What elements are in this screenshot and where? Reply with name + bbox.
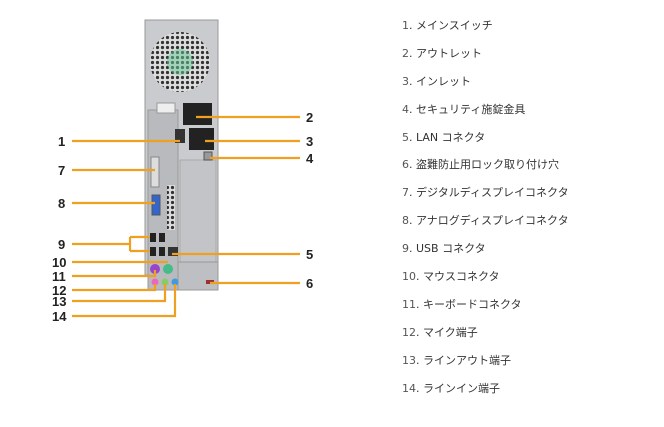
callout-number-8: 8 — [58, 196, 65, 211]
legend-number: 5 — [402, 130, 409, 144]
callout-number-11: 11 — [52, 269, 66, 284]
legend-label: メインスイッチ — [416, 19, 493, 32]
warning-label — [156, 102, 176, 114]
callout-number-4: 4 — [306, 151, 314, 166]
callout-number-9: 9 — [58, 237, 65, 252]
legend-item: 8. アナログディスプレイコネクタ — [402, 214, 569, 228]
legend-number: 14 — [402, 381, 416, 395]
legend-number: 4 — [402, 102, 409, 116]
outlet — [183, 103, 212, 125]
inlet — [189, 128, 214, 150]
legend-number: 13 — [402, 353, 416, 367]
legend-label: インレット — [416, 74, 471, 88]
legend-number: 12 — [402, 325, 416, 339]
vga-connector — [151, 194, 161, 216]
legend-item: 11. キーボードコネクタ — [402, 297, 522, 311]
callout-number-1: 1 — [58, 134, 65, 149]
legend-label: セキュリティ施錠金具 — [416, 102, 526, 116]
keyboard-port — [163, 264, 173, 274]
legend-list: 1. メインスイッチ 2. アウトレット 3. インレット 4. セキュリティ施錠金具… — [402, 17, 569, 407]
legend-item: 6. 盗難防止用ロック取り付け穴 — [402, 158, 559, 172]
legend-number: 1 — [402, 19, 409, 32]
legend-number: 8 — [402, 214, 409, 228]
legend-item: 7. デジタルディスプレイコネクタ — [402, 186, 569, 200]
legend-label: ラインイン端子 — [423, 381, 500, 395]
legend-label: マウスコネクタ — [423, 270, 500, 284]
callout-number-12: 12 — [52, 283, 66, 298]
mic-jack — [151, 278, 159, 286]
legend-item: 9. USB コネクタ — [402, 242, 486, 256]
callout-lines — [72, 115, 300, 318]
callout-number-7: 7 — [58, 163, 65, 178]
legend-number: 3 — [402, 74, 409, 88]
usb-connectors — [150, 233, 165, 256]
line-out-jack — [161, 278, 169, 286]
legend-item: 13. ラインアウト端子 — [402, 353, 511, 367]
legend-label: マイク端子 — [423, 325, 478, 339]
security-bracket — [203, 151, 213, 161]
callout-number-3: 3 — [306, 134, 313, 149]
lan-connector — [168, 247, 178, 256]
legend-label: USB コネクタ — [416, 242, 486, 256]
legend-number: 2 — [402, 46, 409, 60]
legend-number: 10 — [402, 270, 416, 284]
legend-item: 4. セキュリティ施錠金具 — [402, 102, 526, 116]
legend-label: キーボードコネクタ — [423, 297, 522, 311]
legend-number: 6 — [402, 158, 409, 172]
legend-item: 2. アウトレット — [402, 46, 482, 60]
callout-number-10: 10 — [52, 255, 66, 270]
legend-item: 3. インレット — [402, 74, 471, 88]
legend-number: 9 — [402, 242, 409, 256]
legend-number: 7 — [402, 186, 409, 200]
callout-number-13: 13 — [52, 294, 66, 309]
legend-label: LAN コネクタ — [416, 130, 486, 144]
callout-numbers: 1 2 3 4 5 6 7 8 9 10 11 12 13 14 — [52, 110, 314, 324]
legend-label: アナログディスプレイコネクタ — [416, 214, 569, 228]
fan-grille — [150, 32, 210, 92]
legend-label: デジタルディスプレイコネクタ — [416, 186, 569, 200]
legend-item: 10. マウスコネクタ — [402, 270, 500, 284]
mouse-port — [150, 264, 160, 274]
callout-number-5: 5 — [306, 247, 313, 262]
callout-number-6: 6 — [306, 276, 313, 291]
line-in-jack — [171, 278, 179, 286]
legend-label: 盗難防止用ロック取り付け穴 — [416, 158, 559, 172]
legend-label: ラインアウト端子 — [423, 353, 511, 367]
callout-number-14: 14 — [52, 309, 67, 324]
main-switch — [175, 129, 185, 143]
legend-label: アウトレット — [416, 46, 482, 60]
vent — [167, 185, 175, 230]
legend-item: 14. ラインイン端子 — [402, 381, 500, 395]
legend-item: 12. マイク端子 — [402, 325, 478, 339]
dvi-connector — [150, 156, 160, 188]
legend-number: 11 — [402, 297, 416, 311]
legend-item: 5. LAN コネクタ — [402, 130, 486, 144]
legend-item: 1. メインスイッチ — [402, 19, 493, 32]
callout-number-2: 2 — [306, 110, 313, 125]
